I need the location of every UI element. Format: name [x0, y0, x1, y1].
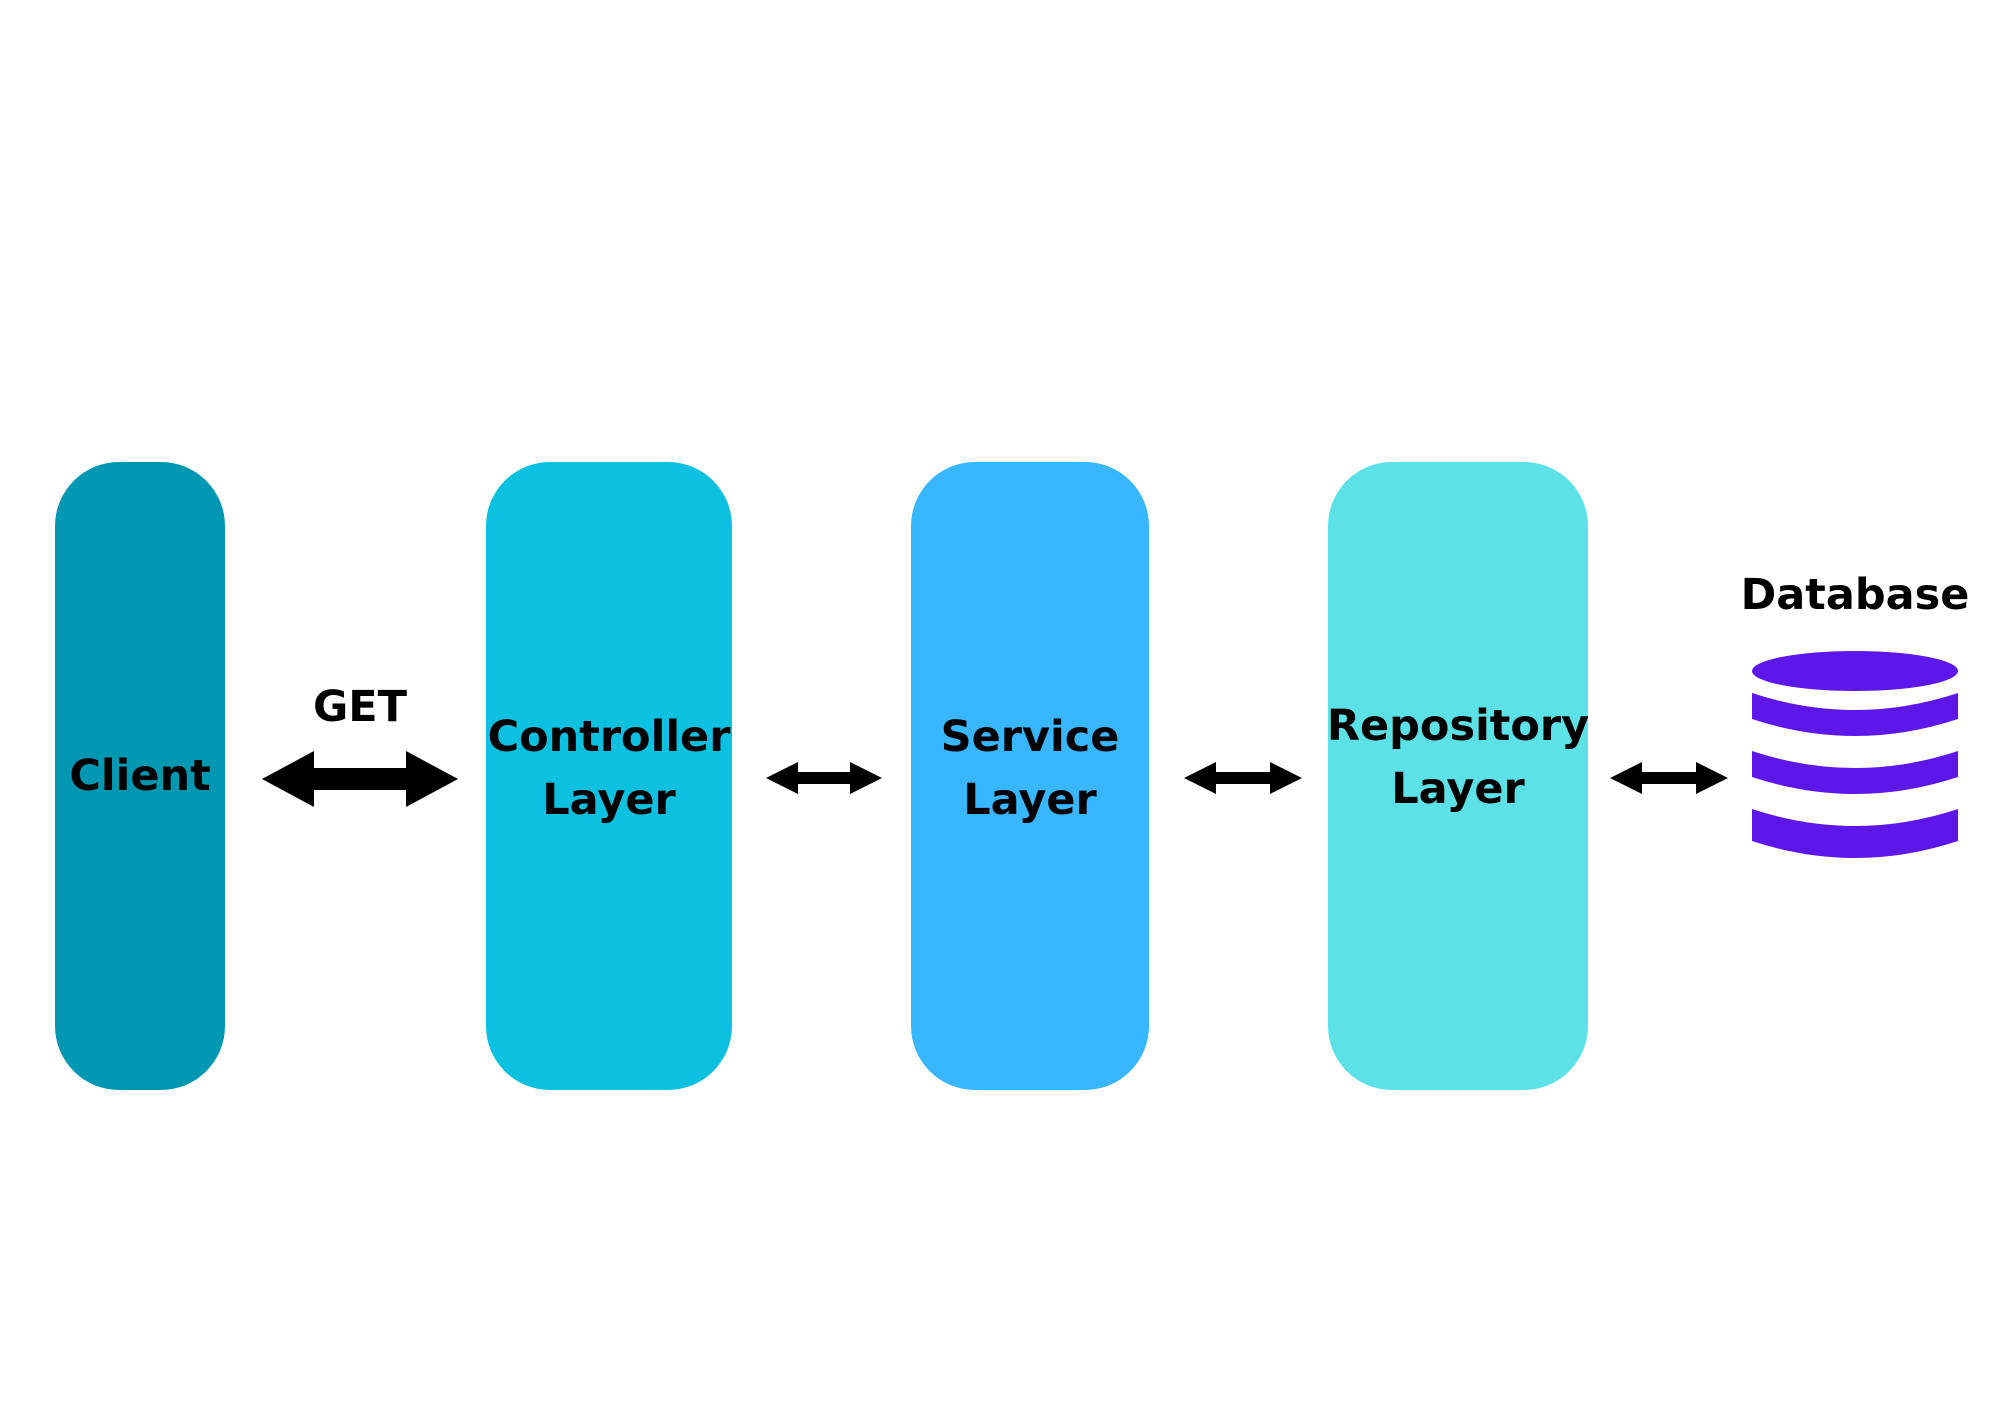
service-layer-block: Service Layer	[911, 462, 1149, 1090]
controller-service-arrow	[766, 762, 882, 794]
repository-layer-label: Repository Layer	[1326, 701, 1590, 814]
database-label: Database	[1740, 570, 1970, 620]
client-controller-arrow	[262, 751, 458, 807]
service-repository-arrow	[1184, 762, 1302, 794]
get-request-label: GET	[313, 682, 407, 732]
repository-database-arrow	[1610, 762, 1728, 794]
controller-layer-label: Controller Layer	[487, 712, 731, 825]
service-layer-label: Service Layer	[940, 712, 1120, 825]
repository-layer-block: Repository Layer	[1326, 462, 1590, 1090]
client-label: Client	[69, 750, 211, 801]
controller-layer-block: Controller Layer	[486, 462, 732, 1090]
client-block: Client	[55, 462, 225, 1090]
database-icon	[1752, 651, 1958, 858]
